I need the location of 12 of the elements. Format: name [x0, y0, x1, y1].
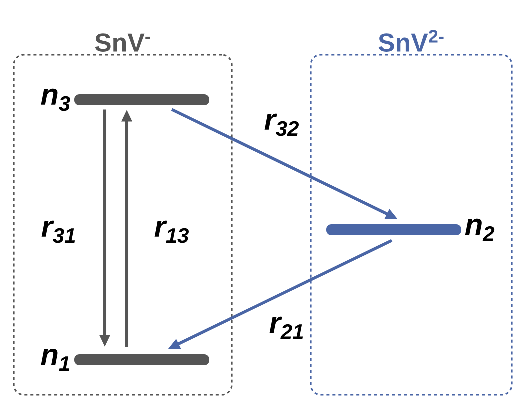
node-label: n$_{3}$	[41, 88, 70, 112]
edge-label: r$_{13}$	[153, 220, 191, 244]
node-label: n$_{1}$	[41, 349, 70, 371]
node-label: SnV$^{-}$	[95, 34, 150, 52]
energy-level: n$_{3}$	[41, 88, 210, 112]
node-label: n$_{2}$	[465, 218, 495, 242]
energy-level: n$_{2}$	[326, 218, 495, 242]
edge-label: r$_{21}$	[268, 316, 306, 340]
node-label: SnV$^{2-}$	[378, 30, 444, 52]
edge-label: r$_{32}$	[263, 112, 301, 138]
energy-level: n$_{1}$	[41, 349, 210, 371]
edge-label: r$_{31}$	[40, 220, 78, 244]
